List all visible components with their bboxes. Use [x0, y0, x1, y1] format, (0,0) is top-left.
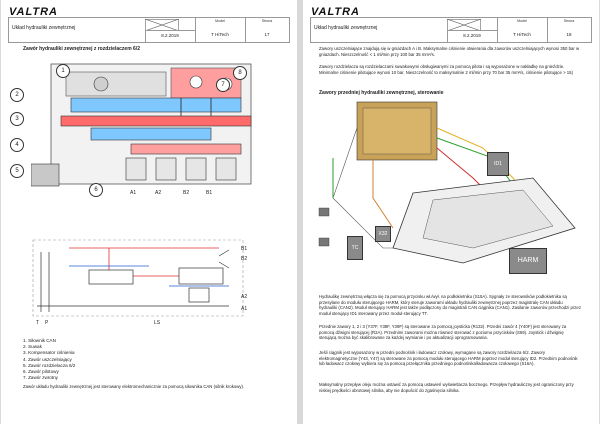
port-label: B1 [241, 246, 248, 252]
valve-cross-section-diagram [31, 63, 252, 187]
port-label: A2 [241, 294, 248, 300]
port-label: B2 [241, 256, 248, 262]
header-model-label: Model [215, 19, 225, 23]
right-page: VALTRA Układ hydrauliki zewnętrznej 8.2.… [303, 0, 599, 424]
tc-control-unit: TC [347, 236, 363, 260]
callout-8: 8 [233, 66, 247, 80]
callout-4: 4 [10, 138, 24, 152]
header-title: Układ hydrauliki zewnętrznej [12, 25, 76, 31]
x32-connector: X32 [375, 226, 391, 242]
body-paragraph: Przednie zawory 1, 2 i 3 (Y37F, Y38F, Y3… [319, 324, 567, 341]
header-date: 8.2.2019 [161, 33, 179, 38]
legend-item: 2. Suwak [23, 344, 42, 350]
legend-item: 3. Kompensator ciśnienia [23, 350, 75, 356]
hydraulic-schematic [32, 239, 244, 317]
left-page: VALTRA Układ hydrauliki zewnętrznej 8.2.… [1, 0, 297, 424]
legend-item: 6. Zawór pilotowy [23, 369, 59, 375]
body-paragraph: Hydraulikę zewnętrzną włącza się za pomo… [319, 294, 581, 316]
header-page-label: Strona [261, 19, 273, 23]
header-model-label: Model [517, 19, 527, 23]
port-label: B2 [183, 190, 190, 196]
header-cross-box [145, 19, 179, 31]
valtra-logo: VALTRA [9, 6, 58, 18]
header-date: 8.2.2019 [463, 33, 481, 38]
callout-2: 2 [10, 88, 24, 102]
legend-item: 5. Zawór rozdzielacza 6/2 [23, 362, 76, 368]
header-page-number: 18 [566, 32, 572, 37]
port-label: A1 [130, 190, 137, 196]
footnote-text: Zawór układu hydrauliki zewnętrznej jest… [23, 384, 245, 389]
header-model-value: T HiTech [513, 32, 531, 37]
port-label: B1 [206, 190, 213, 196]
header-page-label: Strona [563, 19, 575, 23]
port-label: A2 [155, 190, 162, 196]
callout-3: 3 [10, 112, 24, 126]
intro-paragraph: Zawory uszczelniające znajdują się w gni… [319, 46, 580, 57]
id1-control-unit: ID1 [487, 152, 509, 176]
section-title: Zawór hydrauliki zewnętrznej z rozdziela… [23, 46, 140, 52]
header-model-value: T HiTech [211, 32, 229, 37]
port-label: LS [154, 320, 161, 326]
page-header: Układ hydrauliki zewnętrznej 8.2.2019 Mo… [8, 17, 290, 43]
port-label: A1 [241, 306, 248, 312]
port-label: T [36, 320, 40, 326]
section-title: Zawory przedniej hydrauliki zewnętrznej,… [319, 90, 444, 96]
tractor-control-wiring-diagram [318, 101, 576, 264]
header-title: Układ hydrauliki zewnętrznej [314, 25, 378, 31]
callout-5: 5 [10, 164, 24, 178]
body-paragraph: Maksymalny przepływ oleju można ustawić … [319, 382, 574, 393]
body-paragraph: Jeśli ciągnik jest wyposażony w przedni … [319, 350, 578, 367]
callout-7: 7 [216, 78, 230, 92]
callout-6: 6 [89, 183, 103, 197]
header-page-number: 17 [264, 32, 270, 37]
valtra-logo: VALTRA [311, 6, 360, 18]
port-label: P [45, 320, 49, 326]
legend-item: 1. Siłownik CAN [23, 338, 56, 343]
intro-paragraph: Zawory rozdzielacza są rozdzielaczami su… [319, 64, 573, 75]
legend-item: 4. Zawór uszczelniający [23, 356, 72, 362]
page-header: Układ hydrauliki zewnętrznej 8.2.2019 Mo… [310, 17, 592, 43]
callout-1: 1 [56, 64, 70, 78]
legend-item: 7. Zawór zwrotny [23, 375, 58, 381]
component-legend: 1. Siłownik CAN 2. Suwak 3. Kompensator … [23, 338, 75, 381]
harm-control-unit: HARM [509, 248, 547, 274]
